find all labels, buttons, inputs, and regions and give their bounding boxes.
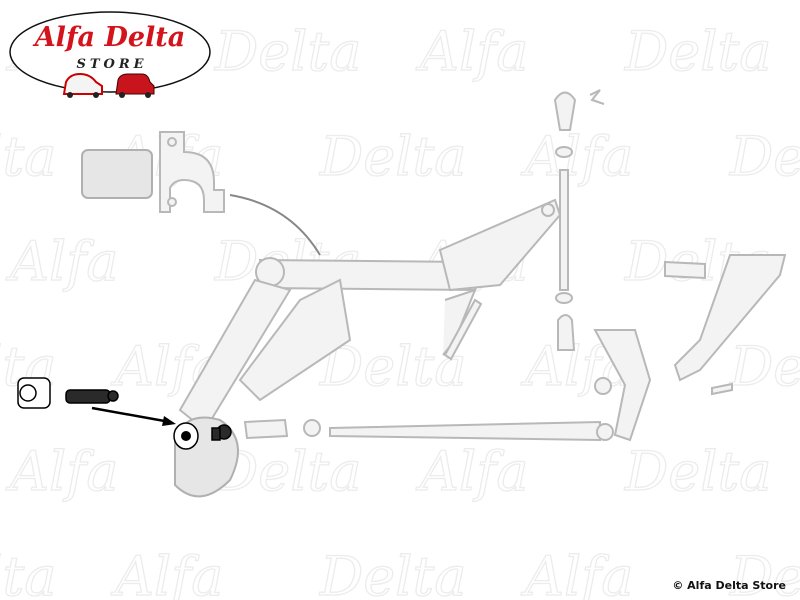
watermark-word: Delta [0, 545, 56, 600]
watermark-word: Delta [319, 125, 466, 188]
watermark-word: Alfa [415, 20, 528, 83]
watermark-word: Delta [729, 545, 800, 600]
watermark-word: Delta [214, 20, 361, 83]
white-car-icon [62, 72, 103, 98]
red-car-icon [115, 73, 155, 98]
idler-arm-assembly [174, 198, 562, 498]
watermark-word: Alfa [110, 545, 223, 600]
watermark-word: Alfa [520, 545, 633, 600]
highlighted-ball-pin [65, 389, 119, 404]
watermark-word: Alfa [415, 440, 528, 503]
watermark-word: Delta [624, 20, 771, 83]
tie-rod [243, 418, 614, 442]
copyright-notice: © Alfa Delta Store [672, 579, 786, 592]
store-logo: Alfa Delta STORE [9, 11, 211, 98]
spring [443, 298, 483, 361]
pointer-arrow-grey [229, 194, 321, 256]
watermark-word: Alfa [520, 125, 633, 188]
drag-link-vertical [553, 89, 605, 351]
logo-brand: Alfa Delta [32, 22, 186, 53]
highlighted-bushing [17, 377, 51, 409]
watermark-word: Delta [624, 440, 771, 503]
pointer-arrowhead [162, 416, 176, 426]
watermark-word: Alfa [5, 230, 118, 293]
watermark-word: Alfa [5, 440, 118, 503]
watermark-word: Delta [0, 125, 56, 188]
watermark-word: Delta [729, 125, 800, 188]
highlighted-joint [173, 422, 232, 450]
watermark-word: Delta [729, 335, 800, 398]
watermark-word: Delta [319, 545, 466, 600]
clamp-bracket [81, 131, 225, 213]
logo-subtitle: STORE [76, 57, 147, 72]
pointer-arrow [91, 406, 171, 424]
steering-bracket-right [593, 254, 787, 442]
